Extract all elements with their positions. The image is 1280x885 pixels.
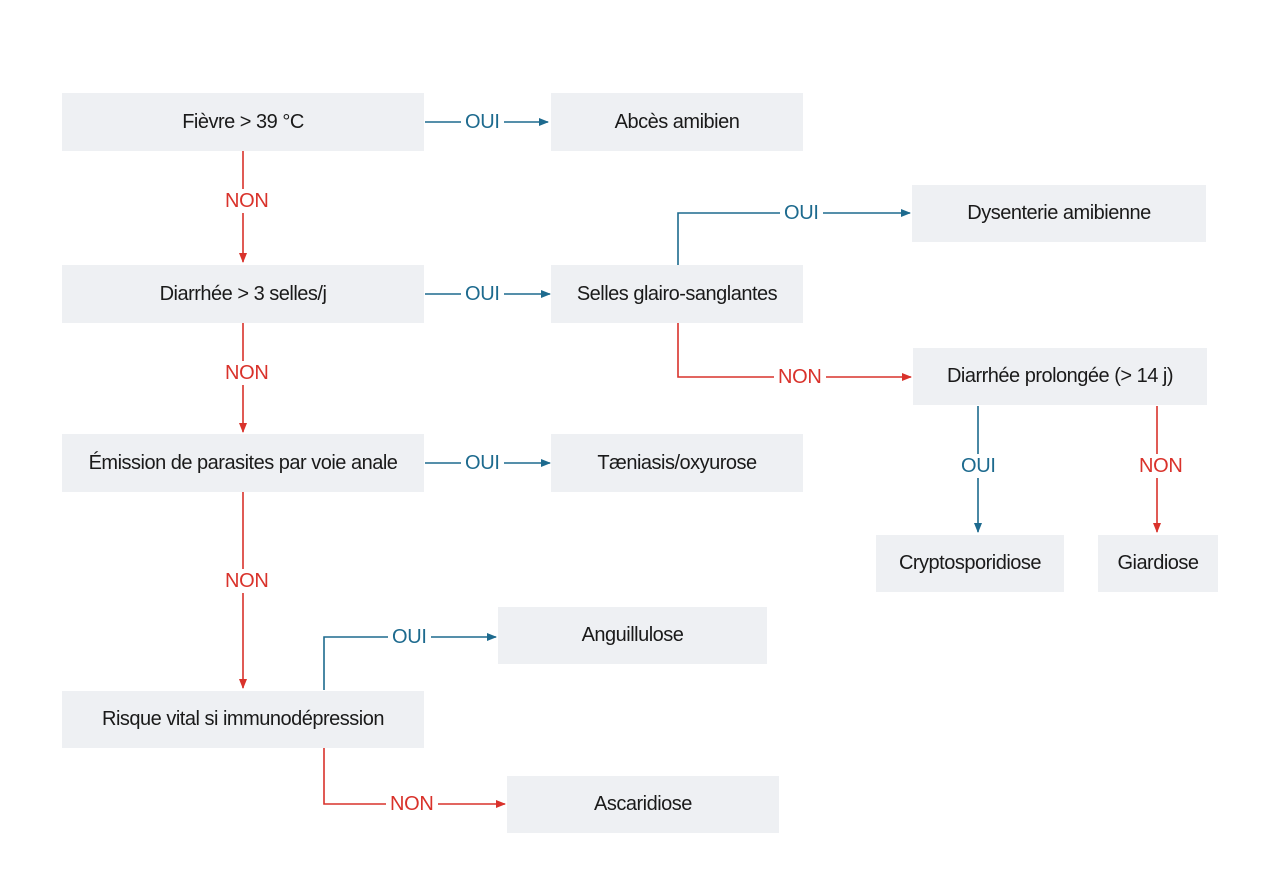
label-diarrhee-oui: OUI: [461, 282, 504, 306]
node-crypto: Cryptosporidiose: [876, 535, 1064, 592]
edge-risque-non: [323, 748, 506, 808]
edge-selles-non: [677, 323, 912, 381]
label-diarrhee-non: NON: [221, 361, 273, 385]
label-emission-oui: OUI: [461, 451, 504, 475]
node-abces: Abcès amibien: [551, 93, 803, 151]
node-fievre: Fièvre > 39 °C: [62, 93, 424, 151]
node-giardiose: Giardiose: [1098, 535, 1218, 592]
edge-selles-oui: [677, 209, 911, 265]
edge-risque-oui: [323, 633, 497, 690]
label-prolongee-non: NON: [1135, 454, 1187, 478]
node-ascaridiose: Ascaridiose: [507, 776, 779, 833]
node-selles: Selles glairo-sanglantes: [551, 265, 803, 323]
label-selles-oui: OUI: [780, 201, 823, 225]
label-prolongee-oui: OUI: [957, 454, 1000, 478]
label-risque-oui: OUI: [388, 625, 431, 649]
node-dysenterie: Dysenterie amibienne: [912, 185, 1206, 242]
node-taeniasis: Tæniasis/oxyurose: [551, 434, 803, 492]
label-emission-non: NON: [221, 569, 273, 593]
node-risque: Risque vital si immunodépression: [62, 691, 424, 748]
label-risque-non: NON: [386, 792, 438, 816]
label-fievre-oui: OUI: [461, 110, 504, 134]
node-prolongee: Diarrhée prolongée (> 14 j): [913, 348, 1207, 405]
node-diarrhee: Diarrhée > 3 selles/j: [62, 265, 424, 323]
label-selles-non: NON: [774, 365, 826, 389]
label-fievre-non: NON: [221, 189, 273, 213]
node-anguillulose: Anguillulose: [498, 607, 767, 664]
node-emission: Émission de parasites par voie anale: [62, 434, 424, 492]
